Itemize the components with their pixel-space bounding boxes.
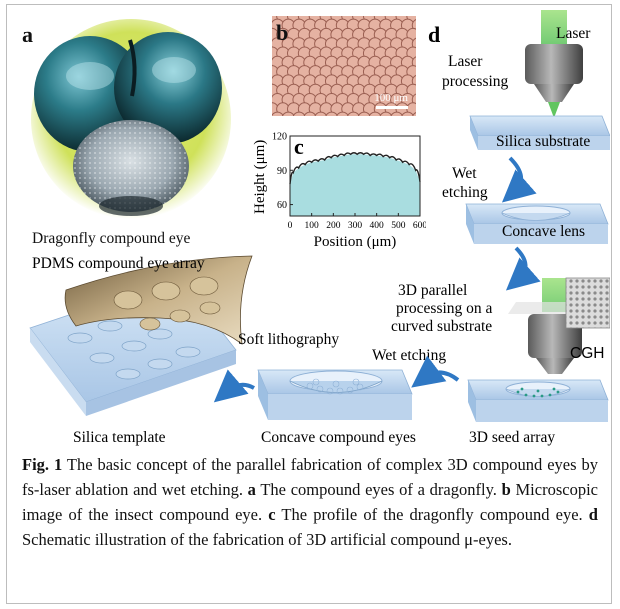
caption-letter-c: c bbox=[268, 505, 276, 524]
scale-bar-label: 100 μm bbox=[374, 92, 408, 104]
panel-b-letter: b bbox=[276, 20, 289, 45]
caption-fig-label: Fig. 1 bbox=[22, 455, 63, 474]
parallel-label-3: curved substrate bbox=[391, 318, 492, 335]
laser-processing-label-1: Laser bbox=[448, 53, 483, 70]
process-arrow-4 bbox=[213, 369, 255, 403]
profile-chart: 0 100 200 300 400 500 600 60 90 120 c Height (μm)… bbox=[250, 116, 426, 258]
laser-processing-label-2: processing bbox=[442, 73, 509, 90]
profile-area bbox=[290, 154, 420, 216]
pdms-sheet bbox=[64, 255, 253, 345]
wet-etching-label-2: Wet etching bbox=[372, 347, 446, 364]
seed-array-label: 3D seed array bbox=[469, 429, 555, 446]
concave-lens-slab bbox=[465, 203, 609, 244]
profile-plot-area: 0 100 200 300 400 500 600 60 90 120 bbox=[272, 132, 426, 232]
soft-lithography-label: Soft lithography bbox=[238, 331, 339, 348]
caption-text-1: The basic concept of the parallel fabric… bbox=[22, 455, 598, 499]
caption-letter-a: a bbox=[247, 480, 256, 499]
figure-frame bbox=[6, 4, 612, 604]
profile-line bbox=[289, 152, 421, 185]
scale-bar bbox=[376, 106, 408, 109]
objective-lens-top bbox=[525, 44, 583, 84]
concave-compound-label: Concave compound eyes bbox=[261, 429, 416, 446]
panel-c-letter: c bbox=[294, 134, 304, 159]
wet-etching-label-1a: Wet bbox=[452, 165, 477, 182]
parallel-label-1: 3D parallel bbox=[398, 282, 467, 299]
panel-d-letter: d bbox=[428, 22, 440, 47]
caption-text-d: Schematic illustration of the fabricatio… bbox=[22, 530, 512, 549]
cgh-pattern bbox=[565, 277, 610, 329]
fabrication-schematic: d Laser Laser processing Silica substrat… bbox=[29, 10, 610, 446]
caption-letter-b: b bbox=[501, 480, 511, 499]
x-tick-label: 200 bbox=[326, 221, 341, 231]
x-tick-label: 0 bbox=[288, 221, 293, 231]
y-tick-label: 60 bbox=[277, 200, 287, 211]
x-tick-label: 300 bbox=[348, 221, 363, 231]
concave-compound-eye-slab bbox=[257, 369, 413, 420]
silica-substrate-label: Silica substrate bbox=[496, 133, 590, 150]
microscope-image: 100 μm bbox=[272, 16, 416, 119]
caption-letter-d: d bbox=[588, 505, 598, 524]
x-tick-label: 400 bbox=[370, 221, 385, 231]
caption-text-c: The profile of the dragonfly compound ey… bbox=[275, 505, 589, 524]
lens-array-pattern bbox=[272, 16, 416, 119]
x-tick-label: 500 bbox=[391, 221, 406, 231]
y-tick-label: 120 bbox=[272, 132, 287, 143]
figure-area: a bbox=[10, 8, 610, 448]
process-arrow-2 bbox=[505, 246, 541, 291]
panel-a-letter: a bbox=[22, 22, 33, 47]
caption-text-b: Microscopic image of the insect compound… bbox=[22, 480, 598, 524]
laser-beam bbox=[541, 10, 567, 44]
x-axis-label: Position (μm) bbox=[314, 234, 397, 250]
y-axis-label: Height (μm) bbox=[252, 140, 268, 214]
y-tick-label: 90 bbox=[277, 166, 287, 177]
x-tick-label: 600 bbox=[413, 221, 426, 231]
silica-substrate-slab bbox=[469, 115, 610, 150]
figure-caption: Fig. 1 The basic concept of the parallel… bbox=[22, 452, 598, 552]
dragonfly-photo bbox=[31, 19, 231, 219]
parallel-label-2: processing on a bbox=[396, 300, 493, 317]
panel-a-label: Dragonfly compound eye bbox=[32, 230, 191, 247]
process-arrow-1 bbox=[501, 156, 537, 203]
caption-text-a: The compound eyes of a dragonfly. bbox=[255, 480, 502, 499]
seed-array-slab bbox=[467, 379, 609, 422]
cgh-label: CGH bbox=[570, 345, 604, 362]
process-arrow-3 bbox=[411, 355, 460, 388]
laser-label: Laser bbox=[556, 25, 591, 42]
silica-template-label: Silica template bbox=[73, 429, 166, 446]
pdms-array-label: PDMS compound eye array bbox=[32, 255, 205, 272]
concave-lens-label: Concave lens bbox=[502, 223, 585, 240]
wet-etching-label-1b: etching bbox=[442, 184, 488, 201]
x-tick-label: 100 bbox=[305, 221, 320, 231]
